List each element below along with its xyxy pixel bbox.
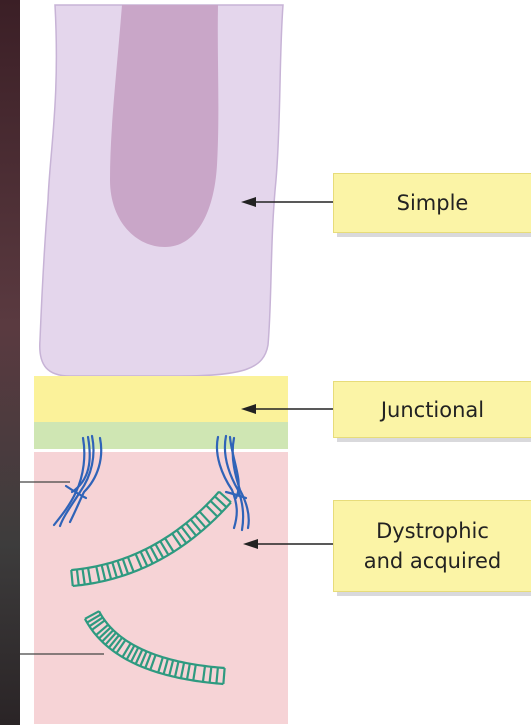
collagen-rung [71, 570, 73, 586]
collagen-rung [216, 667, 217, 683]
label-junctional: Junctional [333, 381, 531, 438]
background-photo-strip [0, 0, 20, 725]
collagen-rung [223, 668, 224, 684]
label-dystrophic-line1: Dystrophic [364, 516, 502, 546]
label-simple: Simple [333, 173, 531, 233]
junctional-layer [34, 376, 288, 422]
arrow-simple [241, 197, 333, 207]
cell-nucleus [110, 5, 218, 247]
label-junctional-text: Junctional [381, 395, 484, 425]
label-dystrophic: Dystrophic and acquired [333, 500, 531, 592]
label-dystrophic-line2: and acquired [364, 546, 502, 576]
basal-lamina [34, 422, 288, 449]
label-simple-text: Simple [397, 188, 469, 218]
